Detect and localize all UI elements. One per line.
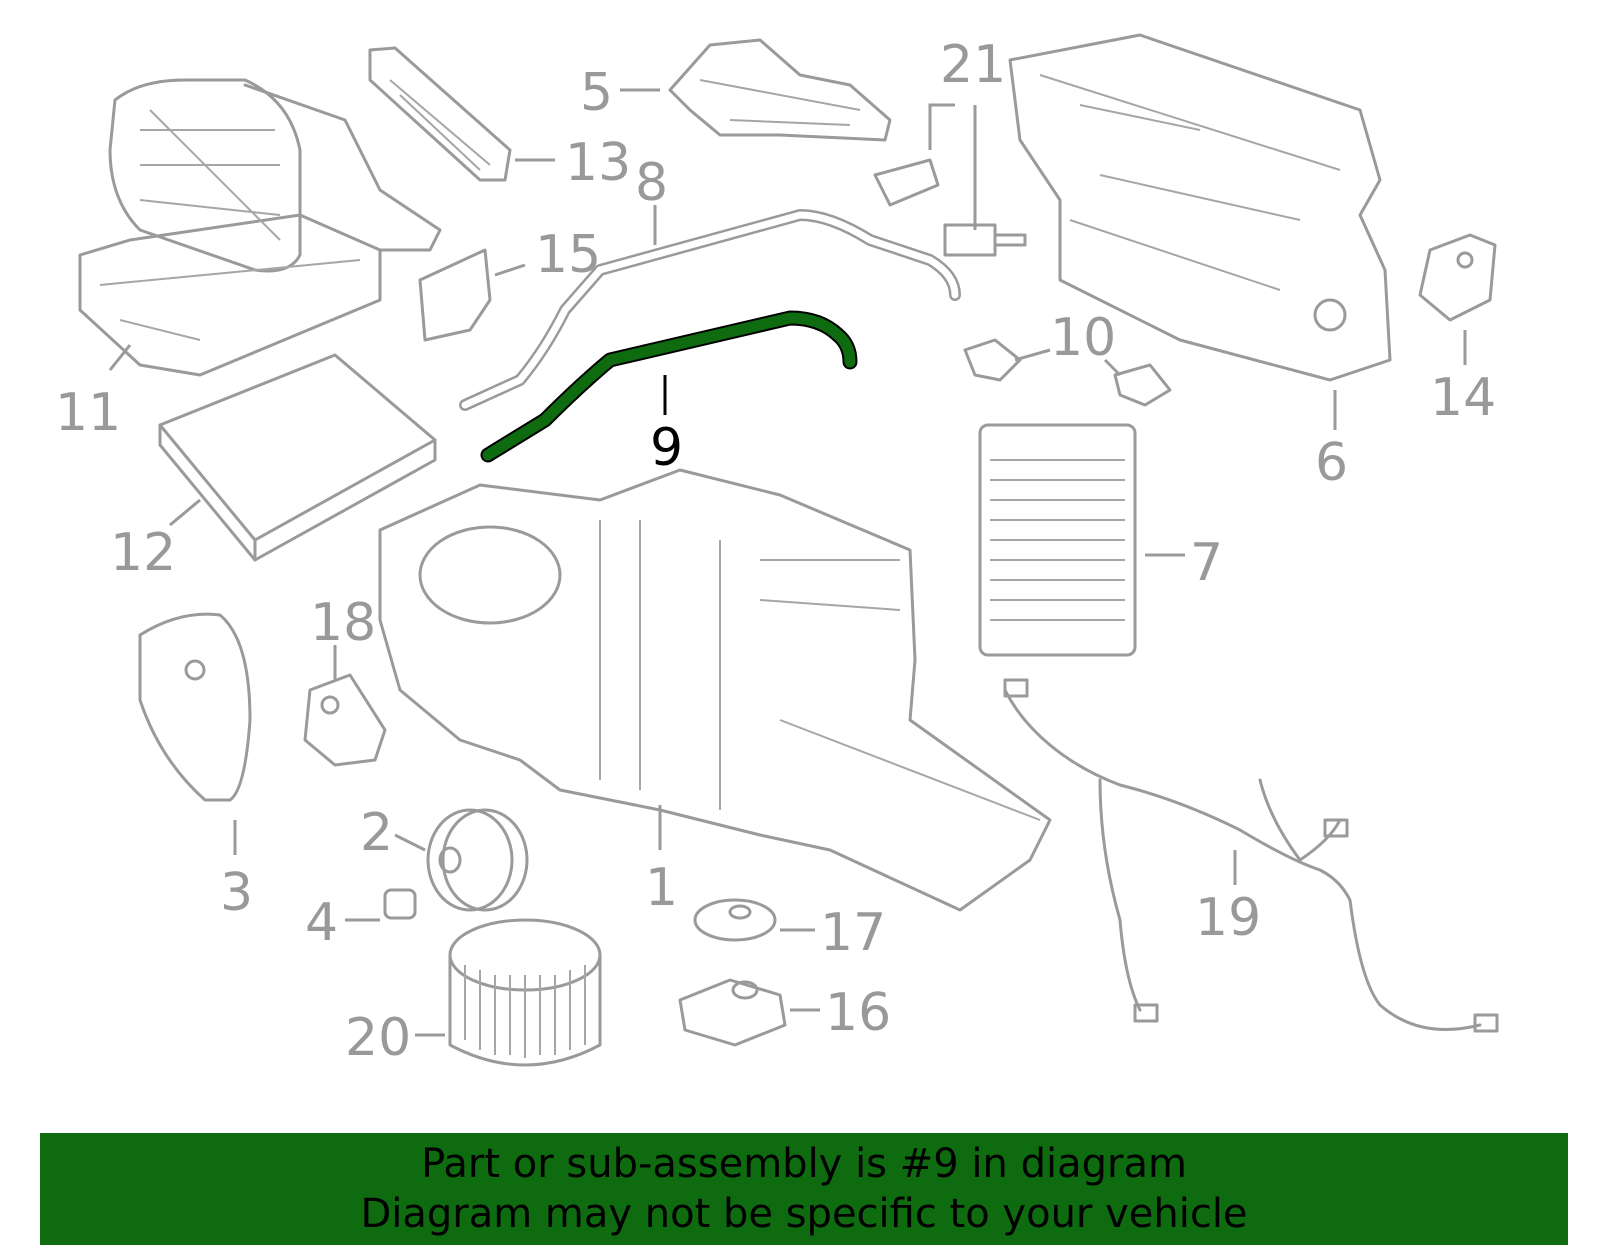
part-15-door bbox=[418, 248, 492, 342]
part-1-main-housing bbox=[378, 468, 1052, 912]
callout-6: 6 bbox=[1315, 433, 1348, 493]
callout-17: 17 bbox=[820, 903, 886, 963]
callout-20: 20 bbox=[345, 1008, 411, 1068]
callout-13: 13 bbox=[565, 133, 631, 193]
part-14-actuator bbox=[1418, 233, 1497, 322]
part-16-resistor bbox=[678, 978, 787, 1047]
part-11-housing bbox=[78, 78, 442, 377]
callout-4: 4 bbox=[305, 893, 338, 953]
part-8-tube bbox=[459, 209, 961, 411]
callout-19: 19 bbox=[1195, 888, 1261, 948]
callout-3: 3 bbox=[220, 863, 253, 923]
part-4-bushing bbox=[383, 888, 417, 920]
callout-18: 18 bbox=[310, 593, 376, 653]
callout-7: 7 bbox=[1190, 533, 1223, 593]
callout-2: 2 bbox=[360, 803, 393, 863]
part-17-grommet bbox=[693, 898, 777, 942]
part-13-bracket bbox=[368, 46, 512, 182]
callout-8: 8 bbox=[635, 153, 668, 213]
callout-15: 15 bbox=[535, 225, 601, 285]
part-6-hvac-case bbox=[1008, 33, 1392, 382]
callout-9: 9 bbox=[650, 418, 683, 478]
callout-11: 11 bbox=[55, 383, 121, 443]
banner-line-2: Diagram may not be specific to your vehi… bbox=[360, 1191, 1248, 1237]
callout-14: 14 bbox=[1430, 368, 1496, 428]
part-18-actuator bbox=[303, 673, 387, 767]
callout-5: 5 bbox=[580, 63, 613, 123]
part-7-heater-core bbox=[978, 423, 1137, 657]
leader-lines bbox=[108, 88, 1467, 1037]
part-10-clips bbox=[963, 338, 1172, 407]
part-12-filter bbox=[158, 353, 437, 562]
part-5-duct bbox=[668, 38, 892, 142]
callout-1: 1 bbox=[645, 858, 678, 918]
info-banner: Part or sub-assembly is #9 in diagram Di… bbox=[40, 1133, 1568, 1245]
callout-12: 12 bbox=[110, 523, 176, 583]
callout-10: 10 bbox=[1050, 308, 1116, 368]
part-21-sensors bbox=[873, 158, 1027, 257]
part-2-motor bbox=[426, 808, 529, 912]
part-20-blower-wheel bbox=[448, 918, 602, 1067]
part-19-wiring-harness bbox=[1003, 678, 1499, 1033]
part-3-cover bbox=[138, 612, 252, 802]
banner-line-1: Part or sub-assembly is #9 in diagram bbox=[421, 1141, 1187, 1187]
part-9-drain-hose bbox=[480, 310, 858, 463]
callout-16: 16 bbox=[825, 983, 891, 1043]
callout-21: 21 bbox=[940, 35, 1006, 95]
